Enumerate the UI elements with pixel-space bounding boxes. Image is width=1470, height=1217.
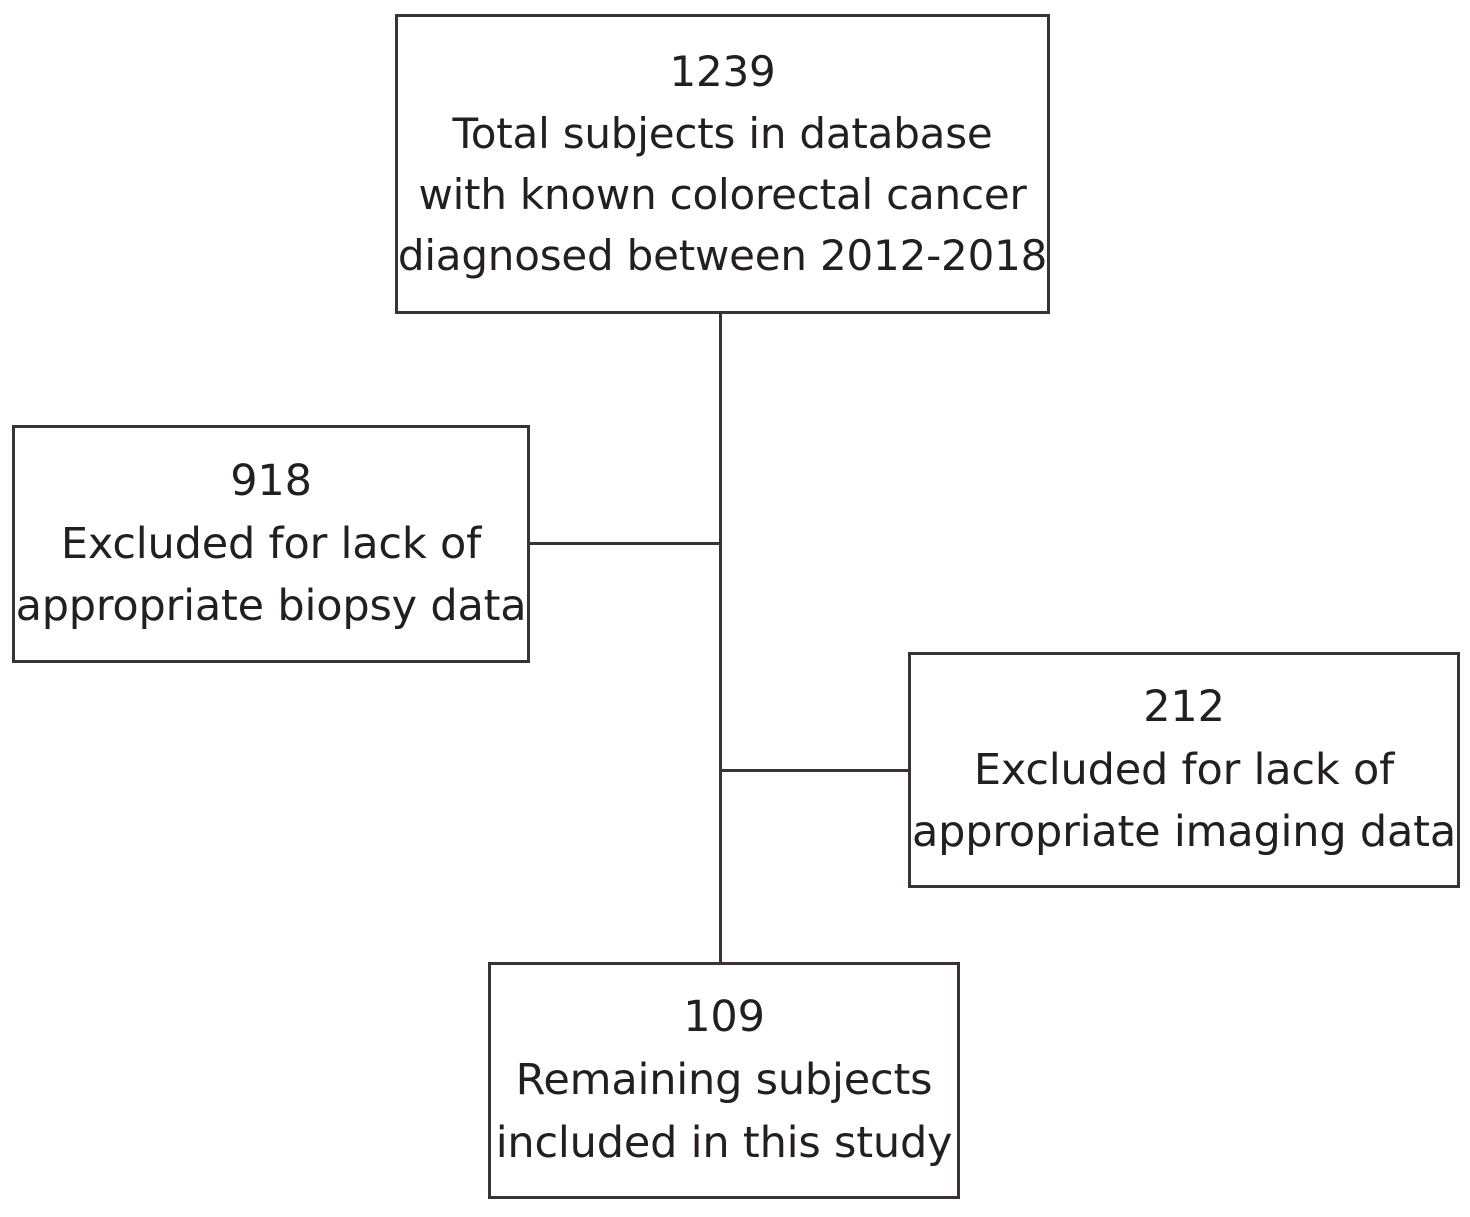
node-imaging-line-1: Excluded for lack of xyxy=(973,744,1395,795)
node-included-line-1: Remaining subjects xyxy=(515,1055,933,1106)
node-total-line-2: with known colorectal cancer xyxy=(418,170,1027,219)
node-imaging-count: 212 xyxy=(1143,681,1225,732)
node-imaging-excluded: 212 Excluded for lack of appropriate ima… xyxy=(908,652,1460,888)
imaging-exclusion-connector-line xyxy=(719,769,909,772)
biopsy-exclusion-connector-line xyxy=(530,542,720,545)
node-biopsy-excluded: 918 Excluded for lack of appropriate bio… xyxy=(12,425,530,663)
node-included-line-2: included in this study xyxy=(495,1117,953,1168)
node-total-count: 1239 xyxy=(669,47,776,97)
node-included-count: 109 xyxy=(683,992,765,1043)
node-total-line-3: diagnosed between 2012-2018 xyxy=(397,231,1048,281)
node-imaging-line-2: appropriate imaging data xyxy=(912,807,1456,858)
node-total-subjects: 1239 Total subjects in database with kno… xyxy=(395,14,1050,314)
node-biopsy-line-1: Excluded for lack of xyxy=(60,518,482,569)
node-included-subjects: 109 Remaining subjects included in this … xyxy=(488,962,960,1199)
node-biopsy-count: 918 xyxy=(230,455,312,506)
trunk-connector-line xyxy=(719,313,722,964)
node-biopsy-line-2: appropriate biopsy data xyxy=(15,581,527,632)
node-total-line-1: Total subjects in database xyxy=(452,108,993,158)
